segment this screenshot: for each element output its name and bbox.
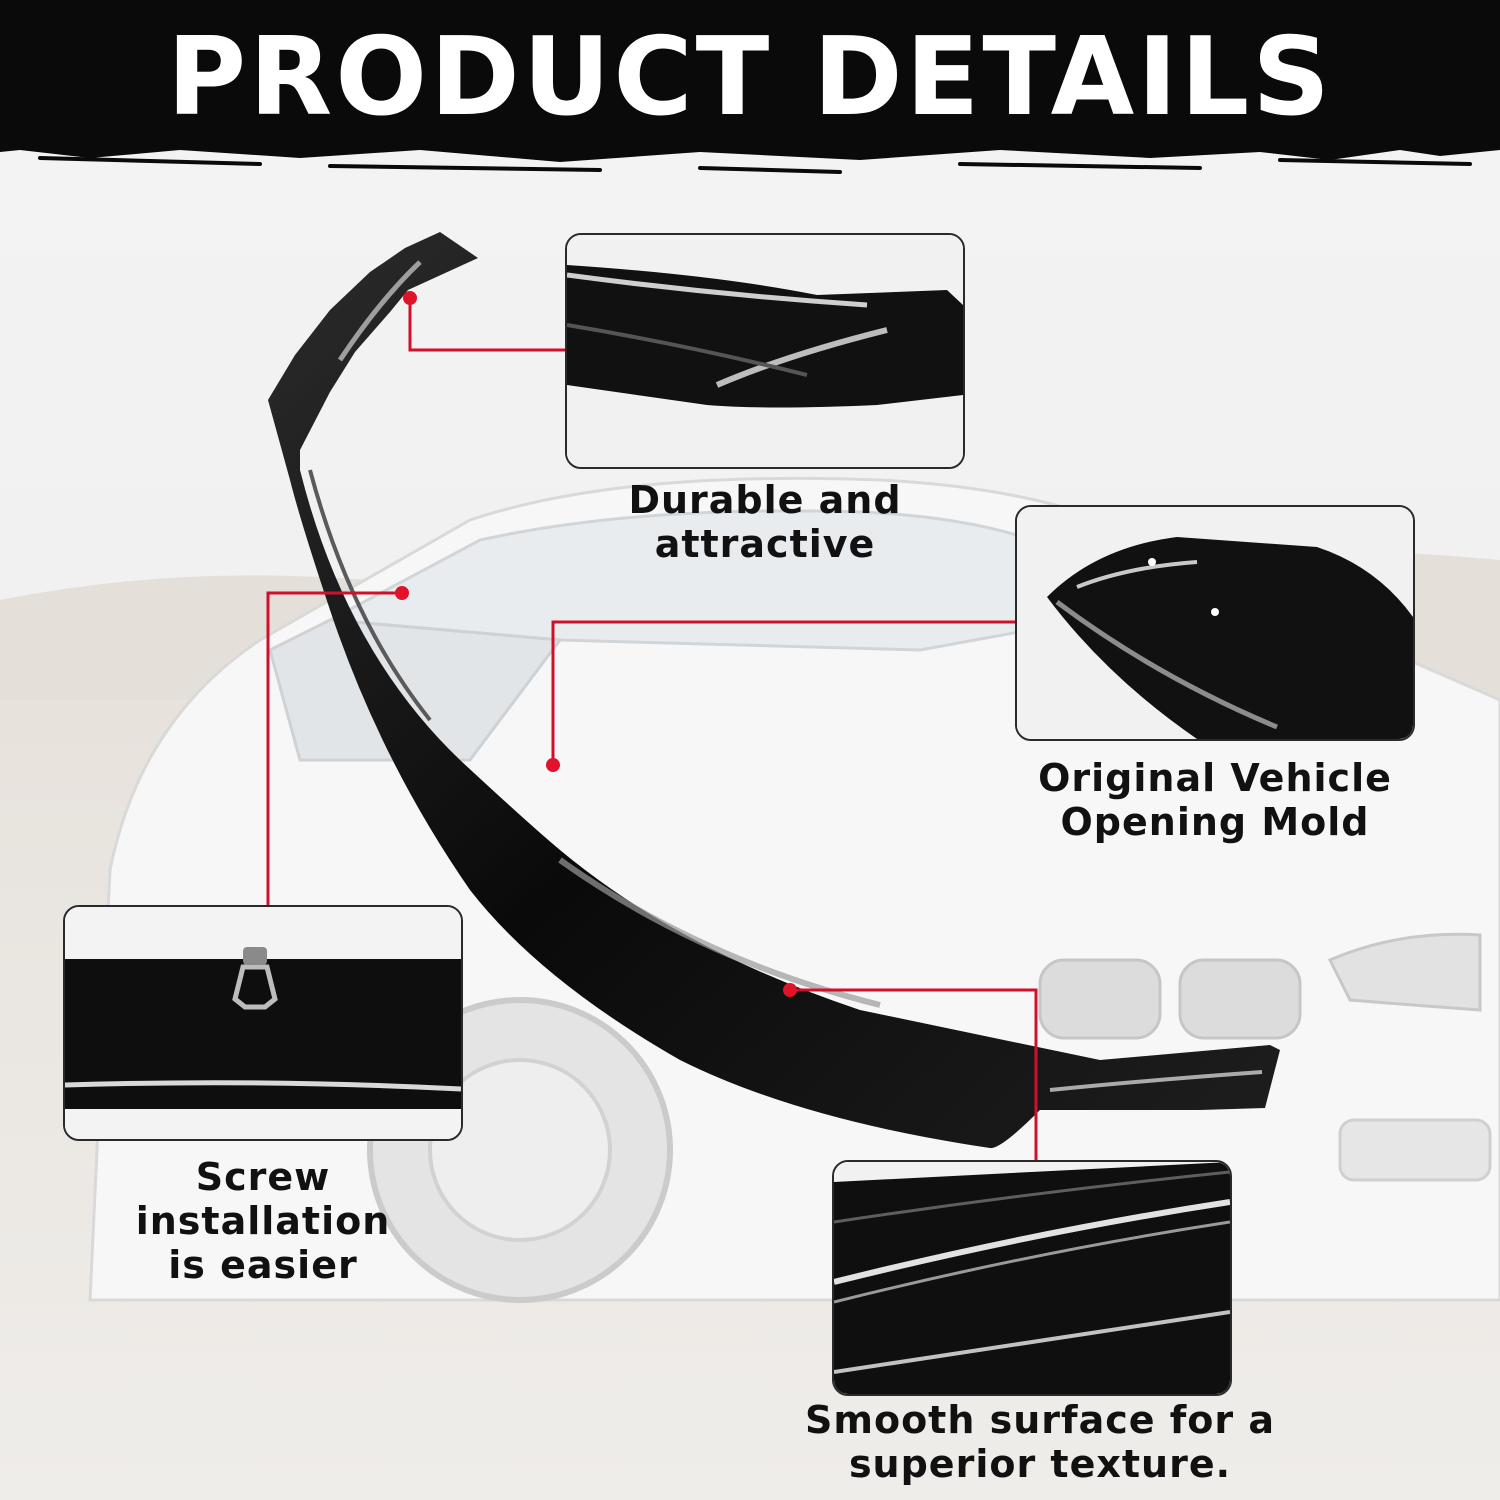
feature-caption-line: is easier xyxy=(168,1243,358,1287)
banner-brush-edge xyxy=(38,156,1472,174)
feature-caption-durable: Durable and attractive xyxy=(565,478,965,566)
car-headlight xyxy=(1327,932,1482,1012)
detail-inset-durable xyxy=(565,233,965,469)
car-foglight xyxy=(1338,1118,1492,1182)
feature-caption-smooth-surface: Smooth surface for a superior texture. xyxy=(780,1398,1300,1486)
page-title: PRODUCT DETAILS xyxy=(166,15,1334,140)
feature-caption-line: Durable and xyxy=(628,478,902,522)
feature-caption-screw: Screw installation is easier xyxy=(63,1155,463,1287)
feature-caption-line: Smooth surface for a xyxy=(805,1398,1275,1442)
feature-caption-line: Screw installation xyxy=(135,1155,391,1243)
callout-dots xyxy=(395,291,797,997)
front-lip-spoiler xyxy=(268,232,1280,1149)
closeup-mold-image xyxy=(1017,507,1413,739)
feature-caption-line: superior texture. xyxy=(848,1442,1232,1486)
feature-caption-line: Original Vehicle xyxy=(1038,756,1392,800)
closeup-corner-image xyxy=(567,235,963,467)
detail-inset-opening-mold xyxy=(1015,505,1415,741)
closeup-screw-image xyxy=(65,907,461,1139)
detail-inset-screw xyxy=(63,905,463,1141)
feature-caption-opening-mold: Original Vehicle Opening Mold xyxy=(1015,756,1415,844)
feature-caption-line: Opening Mold xyxy=(1060,800,1370,844)
feature-caption-line: attractive xyxy=(654,522,876,566)
callout-lines xyxy=(266,298,1038,1162)
car-grille xyxy=(1038,958,1302,1040)
closeup-surface-image xyxy=(834,1162,1230,1394)
detail-inset-smooth-surface xyxy=(832,1160,1232,1396)
title-banner xyxy=(0,0,1500,162)
